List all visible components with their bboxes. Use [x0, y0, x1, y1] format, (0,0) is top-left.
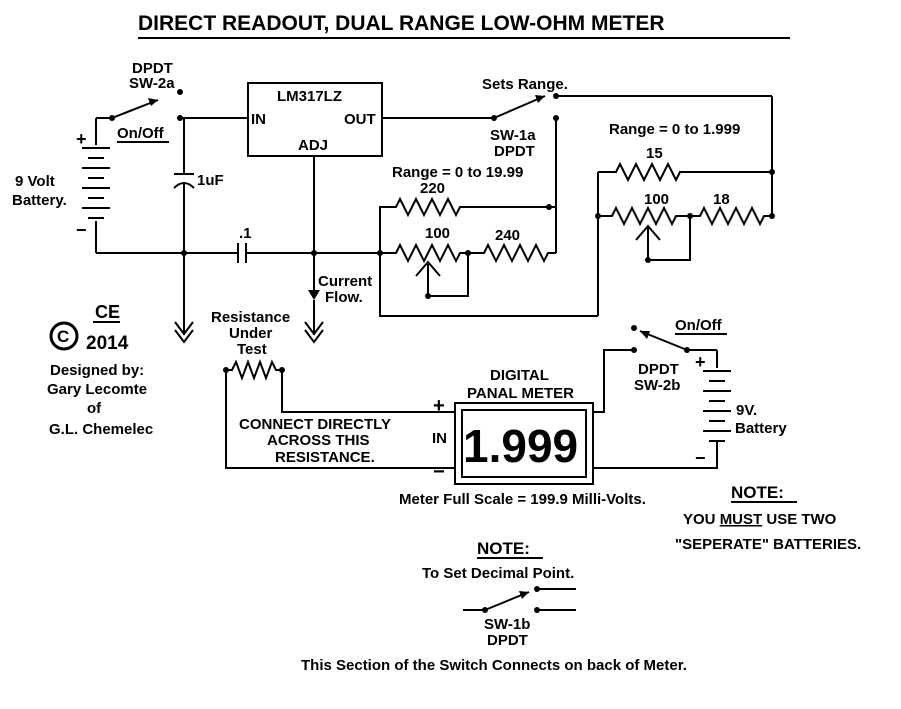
switch-sw2b — [631, 325, 718, 368]
meter-in: IN — [432, 430, 447, 447]
r100-high-label: 100 — [644, 191, 669, 208]
r220-label: 220 — [420, 180, 445, 197]
resistor-15 — [598, 161, 772, 183]
range-low-label: Range = 0 to 19.99 — [392, 164, 523, 181]
note-right-must: MUST — [720, 511, 763, 528]
regulator-in: IN — [251, 111, 266, 128]
battery-left-plus: + — [76, 129, 87, 149]
battery-right — [703, 370, 731, 448]
note-center-line1: To Set Decimal Point. — [422, 565, 574, 582]
designer-3: of — [87, 400, 102, 417]
sw2b-type: DPDT — [638, 361, 679, 378]
r18-label: 18 — [713, 191, 730, 208]
sw2a-onoff: On/Off — [117, 125, 165, 142]
resistor-220 — [379, 196, 556, 253]
connect-1: CONNECT DIRECTLY — [239, 416, 391, 433]
meter-label-1: DIGITAL — [490, 367, 549, 384]
diagram-title: DIRECT READOUT, DUAL RANGE LOW-OHM METER — [138, 12, 665, 35]
meter-minus: − — [433, 461, 445, 483]
pot-100-high — [598, 205, 693, 263]
current-flow-2: Flow. — [325, 289, 363, 306]
sw1b-name: SW-1b — [484, 616, 530, 633]
switch-sw2a — [96, 89, 248, 121]
cap-01-label: .1 — [239, 225, 252, 242]
sw2b-name: SW-2b — [634, 377, 680, 394]
designer-4: G.L. Chemelec — [49, 421, 153, 438]
sw1a-sets-range: Sets Range. — [482, 76, 568, 93]
battery-left-label-1: 9 Volt — [15, 173, 55, 190]
note-right-heading: NOTE: — [731, 483, 784, 502]
copyright-year: 2014 — [86, 333, 129, 354]
cap-1uf-label: 1uF — [197, 172, 224, 189]
meter-reading: 1.999 — [463, 420, 578, 472]
capacitor-1uf — [173, 118, 195, 253]
note-right-use-two: USE TWO — [762, 511, 836, 528]
rut-label-1: Resistance — [211, 309, 290, 326]
connect-2: ACROSS THIS — [267, 432, 370, 449]
resistor-under-test — [223, 359, 455, 469]
battery-right-minus: − — [695, 448, 706, 468]
battery-left — [82, 118, 110, 253]
r100-low-label: 100 — [425, 225, 450, 242]
note-center-footer: This Section of the Switch Connects on b… — [301, 657, 687, 674]
copyright-circle — [49, 321, 79, 351]
rut-label-3: Test — [237, 341, 267, 358]
sw1b-type: DPDT — [487, 632, 528, 649]
sw2b-onoff: On/Off — [675, 317, 723, 334]
copyright-symbol: C — [57, 327, 69, 346]
meter-label-2: PANAL METER — [467, 385, 574, 402]
resistor-240 — [476, 242, 556, 264]
sw2a-name: SW-2a — [129, 75, 175, 92]
meter-full-scale: Meter Full Scale = 199.9 Milli-Volts. — [399, 491, 646, 508]
r15-label: 15 — [646, 145, 663, 162]
switch-sw1b — [463, 586, 576, 613]
regulator-name: LM317LZ — [277, 88, 342, 105]
note-right-line1: YOU MUST USE TWO — [683, 511, 837, 528]
designer-2: Gary Lecomte — [47, 381, 147, 398]
note-right-you: YOU — [683, 511, 720, 528]
battery-left-label-2: Battery. — [12, 192, 67, 209]
rut-label-2: Under — [229, 325, 273, 342]
meter-plus: + — [433, 395, 445, 417]
regulator-adj: ADJ — [298, 137, 328, 154]
ce-mark: CE — [95, 302, 120, 322]
sw2a-type: DPDT — [132, 60, 173, 77]
battery-right-label-1: 9V. — [736, 402, 757, 419]
panel-meter-box — [454, 402, 594, 485]
battery-right-plus: + — [695, 352, 706, 372]
switch-sw1a — [382, 93, 772, 253]
panel-meter-display — [461, 409, 587, 478]
r240-label: 240 — [495, 227, 520, 244]
regulator-out: OUT — [344, 111, 376, 128]
current-flow-1: Current — [318, 273, 372, 290]
resistor-18 — [690, 205, 775, 227]
capacitor-01 — [237, 243, 247, 263]
sw1a-name: SW-1a — [490, 127, 536, 144]
sw1a-type: DPDT — [494, 143, 535, 160]
battery-left-minus: − — [76, 220, 87, 240]
probe-left — [174, 253, 194, 344]
pot-100-low — [380, 242, 476, 299]
connect-3: RESISTANCE. — [275, 449, 375, 466]
note-center-heading: NOTE: — [477, 539, 530, 558]
note-right-line2: "SEPERATE" BATTERIES. — [675, 536, 861, 553]
battery-right-label-2: Battery — [735, 420, 787, 437]
probe-right — [304, 300, 324, 344]
designer-1: Designed by: — [50, 362, 144, 379]
range-high-label: Range = 0 to 1.999 — [609, 121, 740, 138]
